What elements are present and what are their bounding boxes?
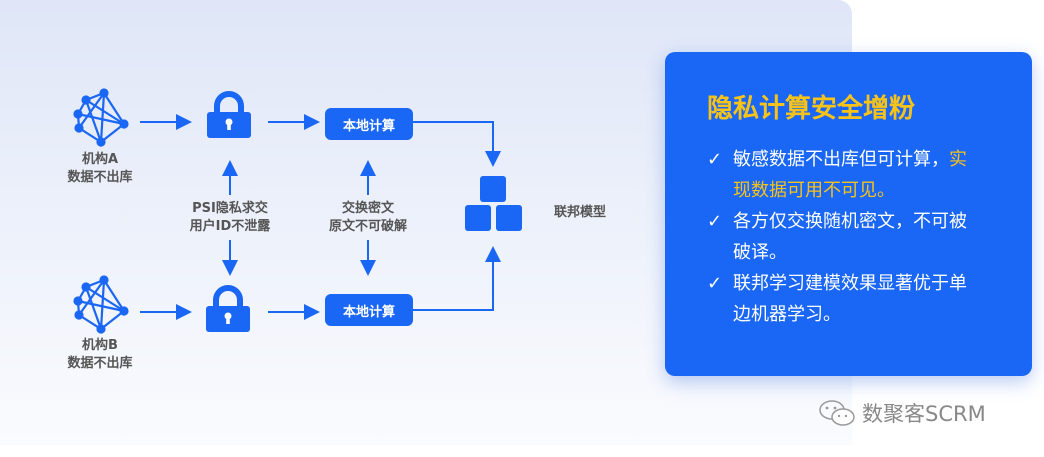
- check-icon: ✓: [707, 149, 723, 170]
- lock-icon: [207, 91, 251, 138]
- local-compute-b: 本地计算: [325, 294, 413, 326]
- card-title: 隐私计算安全增粉: [707, 94, 916, 124]
- bullet-item: ✓各方仅交换随机密文，不可被破译。: [707, 206, 978, 268]
- psi-label: PSI隐私求交用户ID不泄露: [189, 201, 271, 234]
- wechat-icon: [819, 400, 855, 426]
- watermark: 数聚客SCRM: [818, 398, 986, 428]
- bullet-item: ✓联邦学习建模效果显著优于单边机器学习。: [707, 268, 978, 330]
- federated-model-label: 联邦模型: [553, 205, 606, 220]
- exchange-label: 交换密文原文不可破解: [328, 201, 407, 234]
- local-compute-a: 本地计算: [325, 108, 413, 140]
- bullet-item: ✓敏感数据不出库但可计算，实现数据可用不可见。: [707, 144, 978, 206]
- diagram-connectors: [73, 88, 522, 334]
- lock-icon: [206, 285, 250, 332]
- check-icon: ✓: [707, 273, 723, 294]
- network-icon: [73, 275, 129, 334]
- cubes-icon: [465, 176, 522, 231]
- arrow: [413, 246, 501, 311]
- check-icon: ✓: [707, 211, 723, 232]
- watermark-text: 数聚客SCRM: [862, 402, 986, 426]
- benefits-card: 隐私计算安全增粉 ✓敏感数据不出库但可计算，实现数据可用不可见。 ✓各方仅交换随…: [665, 52, 1032, 376]
- network-icon: [73, 88, 129, 147]
- arrow: [413, 121, 501, 167]
